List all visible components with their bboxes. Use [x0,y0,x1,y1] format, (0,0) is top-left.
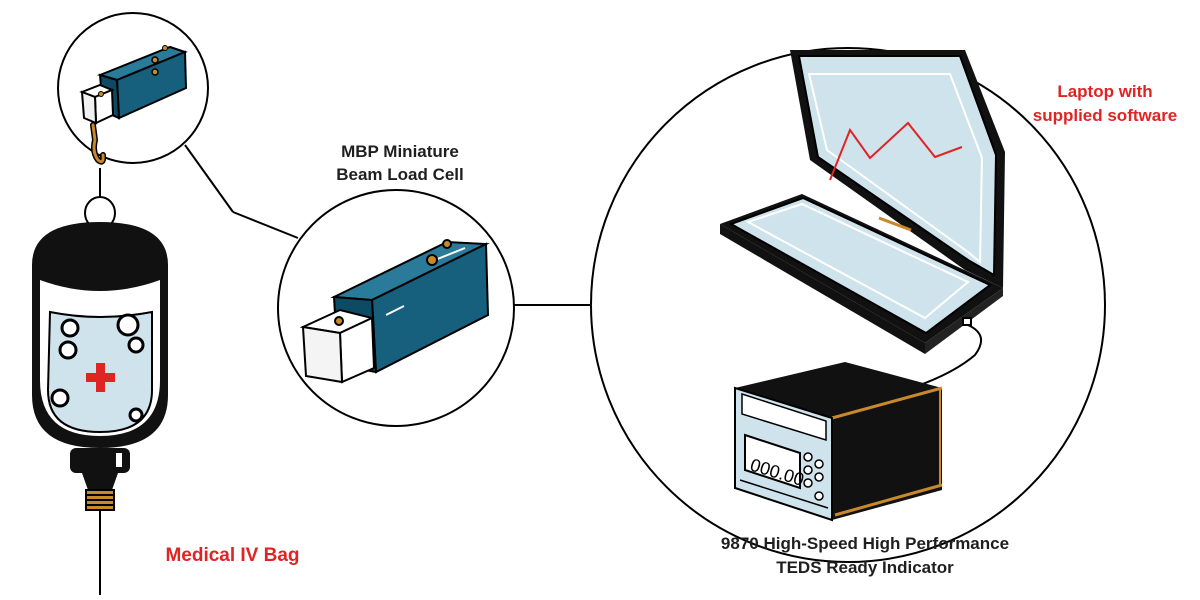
connector-lines [99,144,592,595]
red-cross-icon [86,363,115,392]
instruments-callout: 000.00 [590,47,1106,563]
indicator-title-line1: 9870 High-Speed High Performance [720,534,1010,553]
laptop [720,50,1005,386]
small-load-cell-callout [57,12,209,165]
load-cell-callout [277,189,515,427]
load-cell-title-line2: Beam Load Cell [336,165,464,184]
iv-bag [32,196,168,511]
indicator-title-line2: TEDS Ready Indicator [776,558,954,577]
load-cell-title-line1: MBP Miniature [341,142,459,161]
laptop-title-line1: Laptop with [1057,82,1153,101]
indicator-device: 000.00 [734,362,943,522]
laptop-title-line2: supplied software [1032,106,1178,125]
iv-bag-title: Medical IV Bag [165,545,300,566]
screen-graph [829,121,963,181]
